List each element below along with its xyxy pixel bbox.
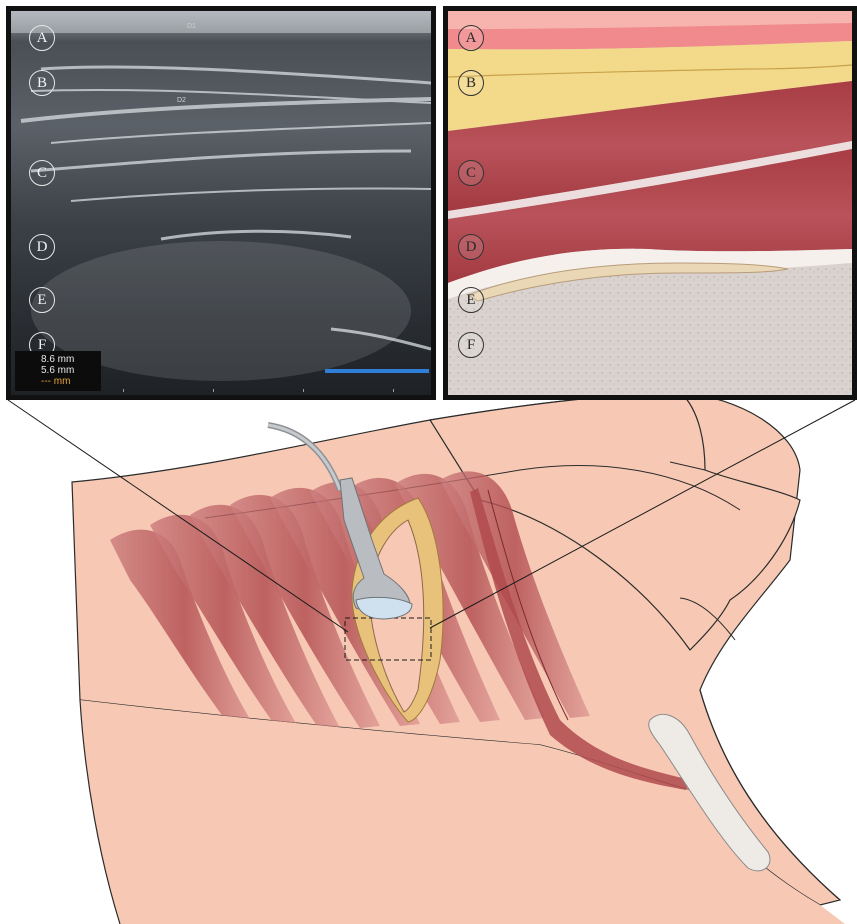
layer-window [352, 498, 443, 722]
ultrasound-image [11, 11, 431, 395]
torso-skin [72, 392, 840, 905]
rib-muscle-bands [110, 471, 590, 738]
zoom-region-box [345, 618, 431, 660]
measurement-d2: 5.6 mm [41, 365, 101, 376]
ultrasound-probe-icon [268, 425, 412, 619]
scale-bar [325, 369, 429, 373]
humerus-bone [649, 714, 770, 871]
latissimus-strip [470, 488, 690, 790]
il-layer-label-a: A [458, 25, 484, 51]
anatomy-illustration-panel: A B C D E F [443, 6, 857, 400]
il-layer-label-d: D [458, 234, 484, 260]
caliper-marker-d1: D1 [187, 23, 196, 30]
ultrasound-image-panel: D1 D2 A B C D E F 8.6 mm 5.6 mm --- mm [6, 6, 436, 400]
tissue-layers-illustration [448, 11, 852, 395]
caliper-marker-d2: D2 [177, 97, 186, 104]
us-layer-label-b: B [29, 70, 55, 96]
us-layer-label-e: E [29, 287, 55, 313]
us-layer-label-c: C [29, 160, 55, 186]
il-layer-label-e: E [458, 287, 484, 313]
us-layer-label-d: D [29, 234, 55, 260]
measurement-d1: 8.6 mm [41, 354, 101, 365]
measurement-units: --- mm [41, 376, 101, 387]
upper-arm [430, 392, 800, 650]
il-layer-label-f: F [458, 332, 484, 358]
il-layer-label-c: C [458, 160, 484, 186]
lower-torso-skin [80, 700, 845, 924]
il-layer-label-b: B [458, 70, 484, 96]
us-layer-label-a: A [29, 25, 55, 51]
measurement-readout: 8.6 mm 5.6 mm --- mm [15, 351, 101, 391]
